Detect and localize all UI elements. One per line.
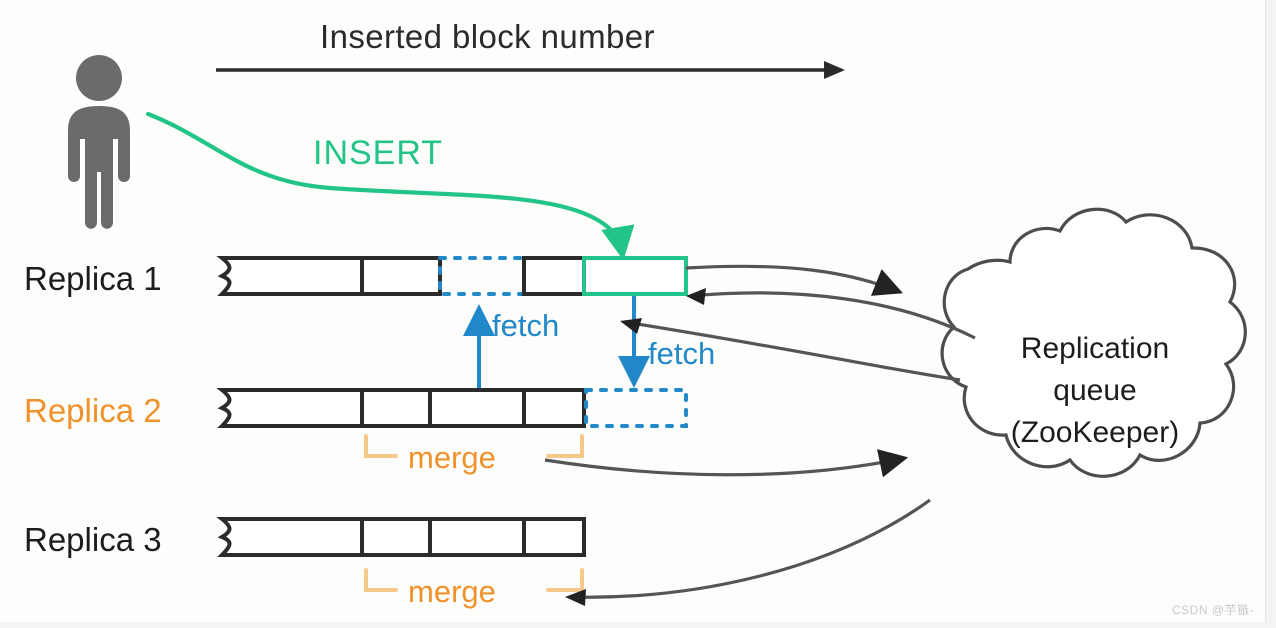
insert-label: INSERT: [313, 134, 444, 172]
fetch-label-left: fetch: [492, 308, 560, 343]
replica-2-blocks: [216, 388, 688, 428]
arrow-replica2-merge-to-cloud: [544, 449, 909, 478]
merge-label-replica-2: merge: [408, 440, 496, 475]
bottom-edge-strip: [0, 622, 1276, 628]
watermark: CSDN @芋镞-: [1171, 603, 1254, 617]
merge-bracket-replica-2: [364, 434, 584, 458]
insert-arrow: [145, 111, 635, 261]
cloud-label: Replication queue (ZooKeeper): [960, 328, 1230, 454]
page-title: Inserted block number: [320, 18, 655, 55]
replication-queue-cloud: [940, 207, 1247, 478]
cloud-label-line-1: Replication: [1020, 332, 1170, 365]
fetch-label-right: fetch: [648, 336, 716, 371]
replica-3-label: Replica 3: [24, 521, 162, 558]
replica-1-label: Replica 1: [24, 260, 162, 297]
replica-2-label: Replica 2: [24, 392, 162, 429]
arrow-cloud-to-fetch-label: [620, 318, 961, 382]
merge-label-replica-3: merge: [408, 574, 496, 609]
merge-bracket-replica-3: [364, 568, 584, 592]
replica-3-blocks: [216, 517, 586, 557]
arrow-cloud-to-replica1-fetch: [686, 288, 976, 340]
replica-1-blocks: [216, 256, 688, 296]
right-edge-strip: [1265, 0, 1276, 628]
arrow-replica1-to-cloud: [685, 264, 903, 296]
inserted-block-number-axis: [216, 61, 845, 79]
arrow-cloud-to-replica3-merge: [565, 498, 931, 606]
cloud-label-line-2: queue: [1053, 374, 1137, 407]
person-icon: [68, 55, 130, 229]
cloud-label-line-3: (ZooKeeper): [1010, 416, 1180, 449]
